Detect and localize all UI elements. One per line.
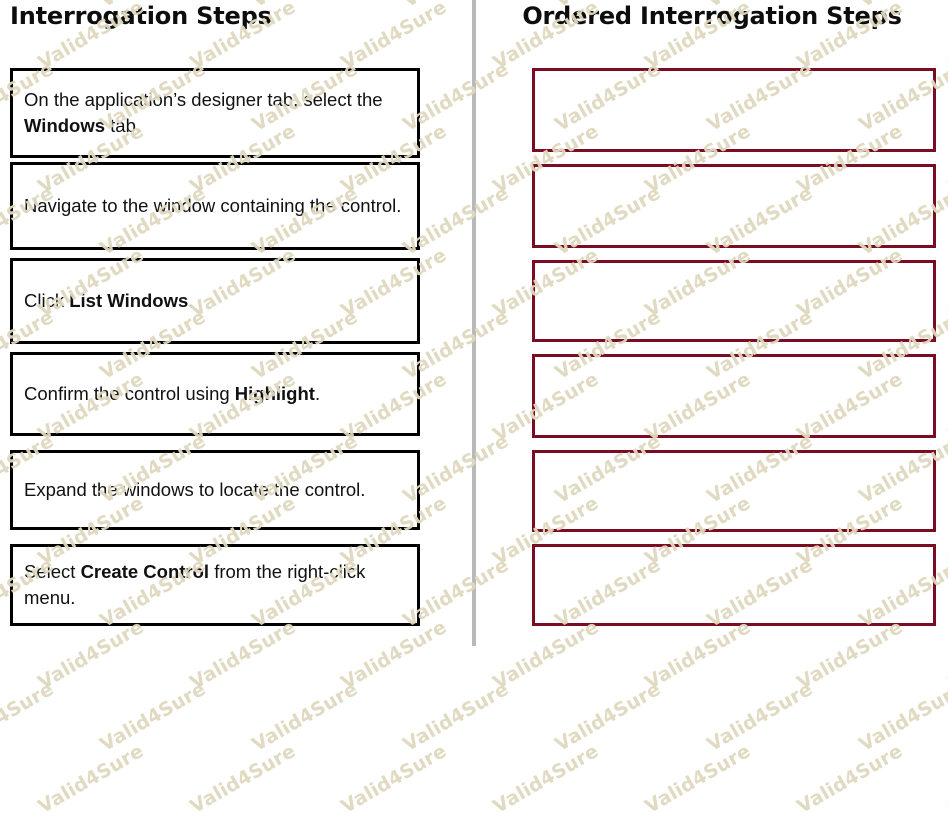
left-column-heading: Interrogation Steps [10,2,272,30]
step-box-label: Confirm the control using Highlight. [24,383,321,404]
step-confirm-highlight[interactable]: Confirm the control using Highlight. [10,352,420,436]
ordered-interrogation-steps-column: Ordered Interrogation Steps [476,0,948,646]
drop-slot-value [535,71,933,77]
step-box-label: Click List Windows. [24,290,194,311]
ordered-slot-4[interactable] [532,354,936,438]
ordered-slot-6[interactable] [532,544,936,626]
ordered-slot-1[interactable] [532,68,936,152]
watermark-text: Valid4Sure [34,740,148,818]
drop-slot-value [535,167,933,173]
watermark-text: Valid4Sure [337,740,451,818]
column-divider [472,0,476,646]
watermark-text: Valid4Sure [0,678,58,756]
watermark-text: Valid4Sure [641,740,755,818]
step-box-label: Select Create Control from the right-cli… [24,561,366,608]
interrogation-steps-column: Interrogation Steps On the application’s… [0,0,472,646]
step-expand-windows[interactable]: Expand the windows to locate the control… [10,450,420,530]
watermark-text: Valid4Sure [703,678,817,756]
ordered-slot-2[interactable] [532,164,936,248]
ordered-slot-5[interactable] [532,450,936,532]
drop-slot-value [535,547,933,553]
step-box-label: Navigate to the window containing the co… [24,195,402,216]
watermark-text: Valid4Sure [551,678,665,756]
step-box-label: On the application’s designer tab, selec… [24,89,383,136]
watermark-text: Valid4Sure [793,740,907,818]
drop-slot-value [535,263,933,269]
step-click-list-windows[interactable]: Click List Windows. [10,258,420,344]
watermark-text: Valid4Sure [399,678,513,756]
drop-slot-value [535,357,933,363]
right-column-heading: Ordered Interrogation Steps [522,2,902,30]
drop-slot-value [535,453,933,459]
step-select-windows-tab[interactable]: On the application’s designer tab, selec… [10,68,420,158]
watermark-text: Valid4Sure [489,740,603,818]
watermark-text: Valid4Sure [945,740,948,818]
ordered-slot-3[interactable] [532,260,936,342]
watermark-text: Valid4Sure [248,678,362,756]
watermark-text: Valid4Sure [0,723,5,835]
step-navigate-window[interactable]: Navigate to the window containing the co… [10,162,420,250]
watermark-text: Valid4Sure [855,678,948,756]
watermark-text: Valid4Sure [186,740,300,818]
watermark-text: Valid4Sure [96,678,210,756]
step-box-label: Expand the windows to locate the control… [24,479,366,500]
step-create-control[interactable]: Select Create Control from the right-cli… [10,544,420,626]
